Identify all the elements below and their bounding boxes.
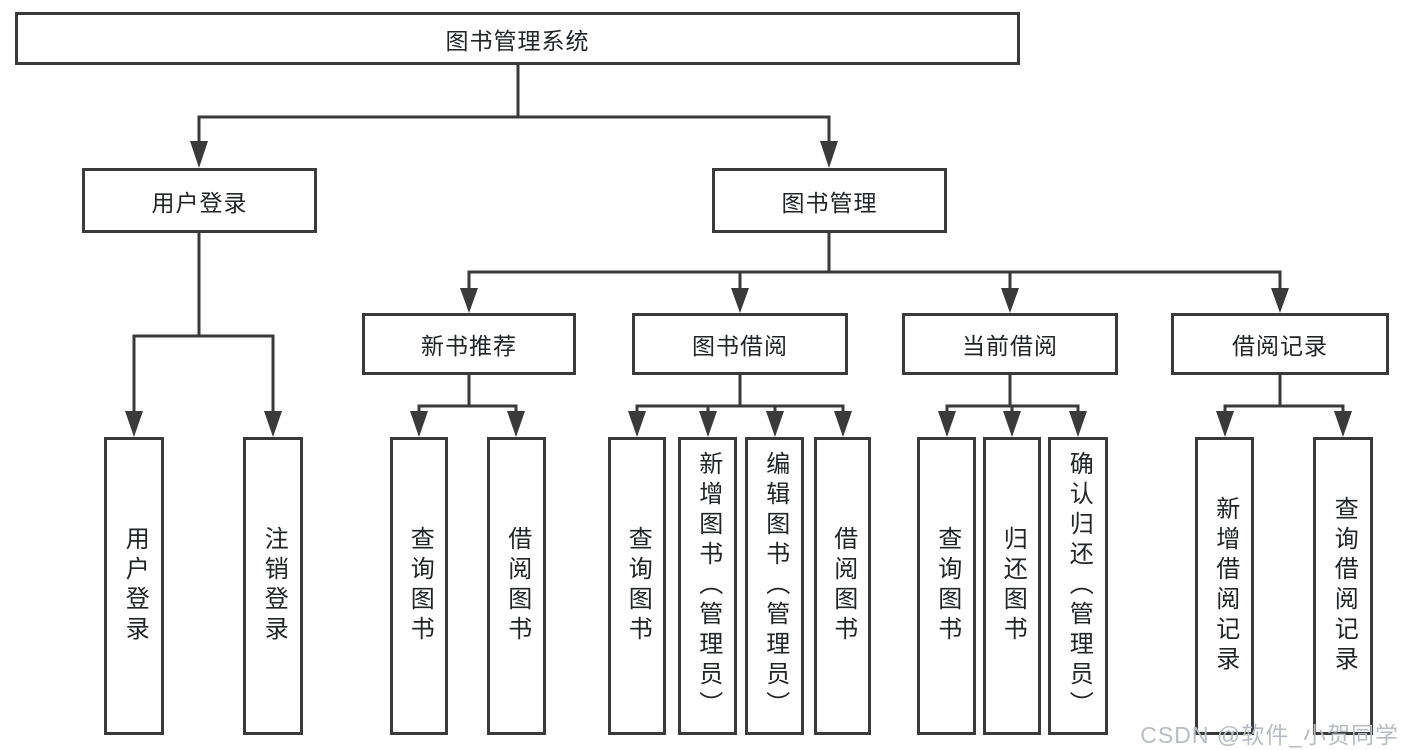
leaf-borrow-books: 借阅图书 xyxy=(814,437,871,735)
leaf-query-books-borrow: 查询图书 xyxy=(608,437,666,735)
leaf-user-login: 用户登录 xyxy=(104,437,164,735)
leaf-logout: 注销登录 xyxy=(243,437,303,735)
node-current-borrow: 当前借阅 xyxy=(902,313,1118,375)
node-library-system: 图书管理系统 xyxy=(15,12,1020,65)
leaf-query-books-current: 查询图书 xyxy=(917,437,976,735)
node-user-login: 用户登录 xyxy=(82,168,317,233)
leaf-borrow-books-recommend: 借阅图书 xyxy=(487,437,546,735)
node-book-borrow: 图书借阅 xyxy=(632,313,848,375)
watermark-csdn: CSDN @软件_小贺同学 xyxy=(1140,722,1399,748)
node-new-book-recommend: 新书推荐 xyxy=(362,313,576,375)
leaf-add-book-admin: 新增图书（管理员） xyxy=(678,437,737,735)
leaf-query-books-recommend: 查询图书 xyxy=(390,437,448,735)
node-borrow-records: 借阅记录 xyxy=(1171,313,1389,375)
leaf-return-books: 归还图书 xyxy=(983,437,1041,735)
leaf-edit-book-admin: 编辑图书（管理员） xyxy=(745,437,804,735)
leaf-add-borrow-record: 新增借阅记录 xyxy=(1195,437,1254,735)
leaf-confirm-return-admin: 确认归还（管理员） xyxy=(1048,437,1108,735)
node-book-management: 图书管理 xyxy=(712,168,947,233)
leaf-query-borrow-record: 查询借阅记录 xyxy=(1313,437,1373,735)
